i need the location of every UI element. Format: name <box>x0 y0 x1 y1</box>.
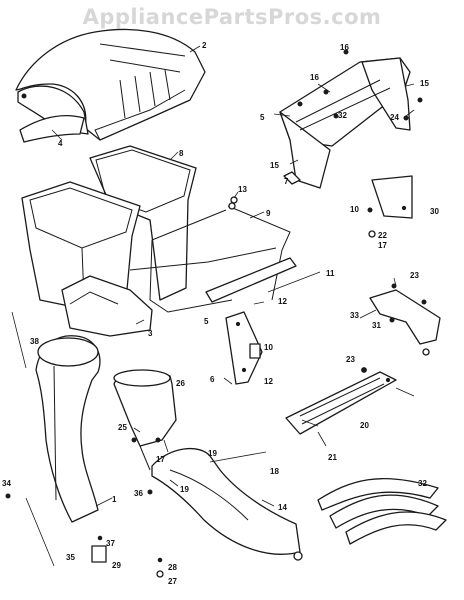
rod-part <box>267 271 321 293</box>
callout-4: 4 <box>58 139 63 148</box>
callout-12b: 12 <box>264 377 273 386</box>
callout-labels: 2 4 8 13 9 11 12 5 10 6 12 3 16 16 15 5 … <box>2 41 439 586</box>
callout-7: 7 <box>284 177 289 186</box>
callout-21: 21 <box>328 453 337 462</box>
callout-23a: 23 <box>410 271 419 280</box>
callout-15a: 15 <box>420 79 429 88</box>
callout-30: 30 <box>430 207 439 216</box>
chute-cover-part <box>369 283 441 356</box>
pivot-rod-part <box>209 451 267 463</box>
callout-23b: 23 <box>346 355 355 364</box>
callout-19b: 19 <box>180 485 189 494</box>
callout-38: 38 <box>30 337 39 346</box>
leader-lines <box>51 45 415 507</box>
callout-32a: 32 <box>338 111 347 120</box>
callout-17a: 17 <box>378 241 387 250</box>
callout-1: 1 <box>112 495 117 504</box>
callout-27: 27 <box>168 577 177 586</box>
lower-chute-part <box>151 447 303 561</box>
support-rod-part <box>11 311 27 369</box>
callout-15b: 15 <box>270 161 279 170</box>
callout-19a: 19 <box>208 449 217 458</box>
callout-29: 29 <box>112 561 121 570</box>
callout-36: 36 <box>134 489 143 498</box>
callout-5a: 5 <box>260 113 265 122</box>
front-weight-part <box>285 367 415 447</box>
pin-part <box>5 493 11 499</box>
callout-16-top: 16 <box>340 43 349 52</box>
deck-mount-frame-part <box>279 49 423 189</box>
callout-25: 25 <box>118 423 127 432</box>
callout-9: 9 <box>266 209 271 218</box>
mower-blade-part <box>317 478 447 545</box>
callout-26: 26 <box>176 379 185 388</box>
callout-8: 8 <box>179 149 184 158</box>
callout-24: 24 <box>390 113 399 122</box>
callout-3: 3 <box>148 329 153 338</box>
upper-chute-part <box>113 369 177 471</box>
callout-17b: 17 <box>156 455 165 464</box>
watermark: AppliancePartsPros.com <box>83 5 382 29</box>
callout-37: 37 <box>106 539 115 548</box>
callout-6: 6 <box>210 375 215 384</box>
grass-bag-part <box>21 145 197 337</box>
callout-33: 33 <box>350 311 359 320</box>
callout-2: 2 <box>202 41 207 50</box>
callout-11: 11 <box>326 269 335 278</box>
callout-13: 13 <box>238 185 247 194</box>
callout-10a: 10 <box>350 205 359 214</box>
callout-22: 22 <box>378 231 387 240</box>
callout-14: 14 <box>278 503 287 512</box>
callout-28: 28 <box>168 563 177 572</box>
strap-part <box>25 497 55 567</box>
callout-31: 31 <box>372 321 381 330</box>
deflector-bracket-part <box>367 175 413 238</box>
callout-5b: 5 <box>204 317 209 326</box>
discharge-tube-part <box>35 335 101 523</box>
callout-35: 35 <box>66 553 75 562</box>
callout-16: 16 <box>310 73 319 82</box>
bag-frame-part <box>129 202 297 313</box>
callout-34: 34 <box>2 479 11 488</box>
mount-bracket-part <box>225 311 263 385</box>
callout-12a: 12 <box>278 297 287 306</box>
callout-20: 20 <box>360 421 369 430</box>
latch-part <box>91 535 107 563</box>
callout-18: 18 <box>270 467 279 476</box>
callout-10b: 10 <box>264 343 273 352</box>
callout-32b: 32 <box>418 479 427 488</box>
bag-cover-part <box>15 28 206 143</box>
